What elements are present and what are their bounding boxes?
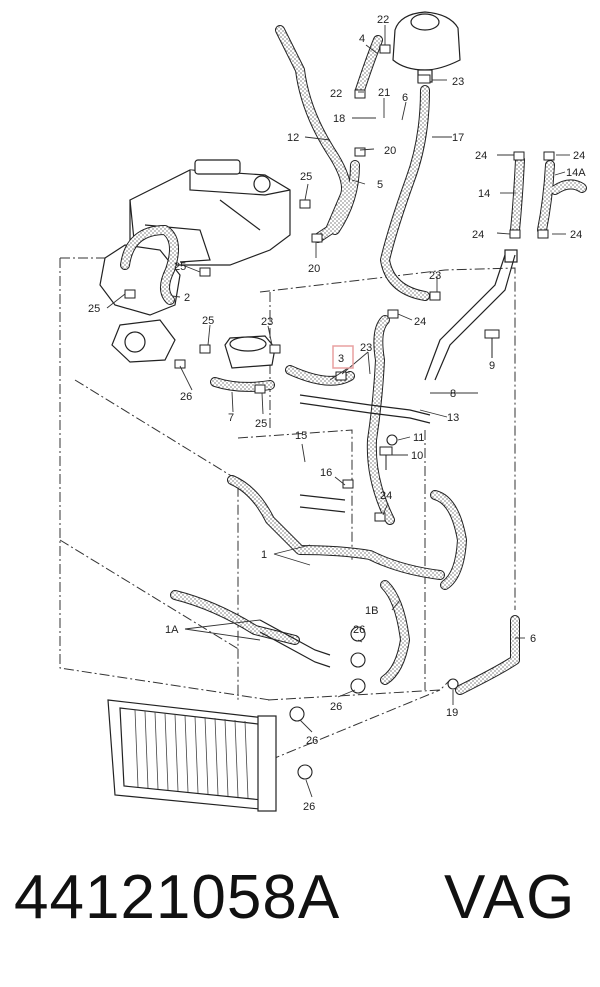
callout-24b: 24 <box>573 150 585 162</box>
hose-exploded-diagram: 22 4 22 23 21 6 18 12 17 20 24 24 5 14A … <box>59 11 587 813</box>
callout-21: 21 <box>378 87 390 99</box>
callout-26b: 26 <box>353 624 365 636</box>
highlight-box <box>332 345 354 369</box>
callout-10: 10 <box>411 450 423 462</box>
callout-1A: 1A <box>165 624 179 636</box>
callout-6b: 6 <box>530 633 536 645</box>
callout-9: 9 <box>489 360 495 372</box>
callout-14: 14 <box>478 188 490 200</box>
callout-18: 18 <box>333 113 345 125</box>
callout-11: 11 <box>413 432 424 444</box>
callout-15: 15 <box>295 430 307 442</box>
callout-20a: 20 <box>384 145 396 157</box>
callout-22a: 22 <box>377 14 389 26</box>
callout-24d: 24 <box>570 229 582 241</box>
callout-12: 12 <box>287 132 299 144</box>
callout-19: 19 <box>446 707 458 719</box>
radiator <box>107 699 277 812</box>
callout-5: 5 <box>377 179 383 191</box>
callout-26c: 26 <box>330 701 342 713</box>
callout-3: 3 <box>338 353 344 365</box>
callout-23b: 23 <box>429 270 441 282</box>
callout-14A: 14A <box>566 167 586 179</box>
callout-23a: 23 <box>452 76 464 88</box>
diagram-svg: 22 4 22 23 21 6 18 12 17 20 24 24 5 14A … <box>59 11 587 813</box>
callout-labels: 22 4 22 23 21 6 18 12 17 20 24 24 5 14A … <box>88 14 586 813</box>
callout-25e: 25 <box>255 418 267 430</box>
callout-25d: 25 <box>202 315 214 327</box>
callout-23d: 23 <box>360 342 372 354</box>
worm-clamps <box>289 434 459 780</box>
callout-24f: 24 <box>380 490 392 502</box>
callout-16: 16 <box>320 467 332 479</box>
callout-26e: 26 <box>303 801 315 813</box>
part-number: 44121058A <box>14 863 341 932</box>
brand-name: VAG <box>444 863 577 932</box>
callout-25a: 25 <box>300 171 312 183</box>
callout-23c: 23 <box>261 316 273 328</box>
hoses <box>120 25 587 695</box>
coolant-flange <box>224 335 276 369</box>
callout-22b: 22 <box>330 88 342 100</box>
callout-7: 7 <box>228 412 234 424</box>
callout-24c: 24 <box>472 229 484 241</box>
callout-26d: 26 <box>306 735 318 747</box>
callout-20b: 20 <box>308 263 320 275</box>
callout-13: 13 <box>447 412 459 424</box>
callout-25b: 25 <box>174 261 186 273</box>
metal-pipes <box>259 249 518 668</box>
leader-lines <box>106 25 570 798</box>
callout-4: 4 <box>359 33 365 45</box>
bolts <box>379 329 500 470</box>
callout-26a: 26 <box>180 391 192 403</box>
callout-24a: 24 <box>475 150 487 162</box>
callout-2: 2 <box>184 292 190 304</box>
expansion-tank <box>392 11 461 83</box>
callout-1: 1 <box>261 549 267 561</box>
callout-6a: 6 <box>402 92 408 104</box>
callout-25c: 25 <box>88 303 100 315</box>
callout-17: 17 <box>452 132 464 144</box>
callout-1B: 1B <box>365 605 378 617</box>
dash-outline <box>59 257 516 761</box>
hose-clamps <box>124 44 555 522</box>
callout-8: 8 <box>450 388 456 400</box>
callout-24e: 24 <box>414 316 426 328</box>
